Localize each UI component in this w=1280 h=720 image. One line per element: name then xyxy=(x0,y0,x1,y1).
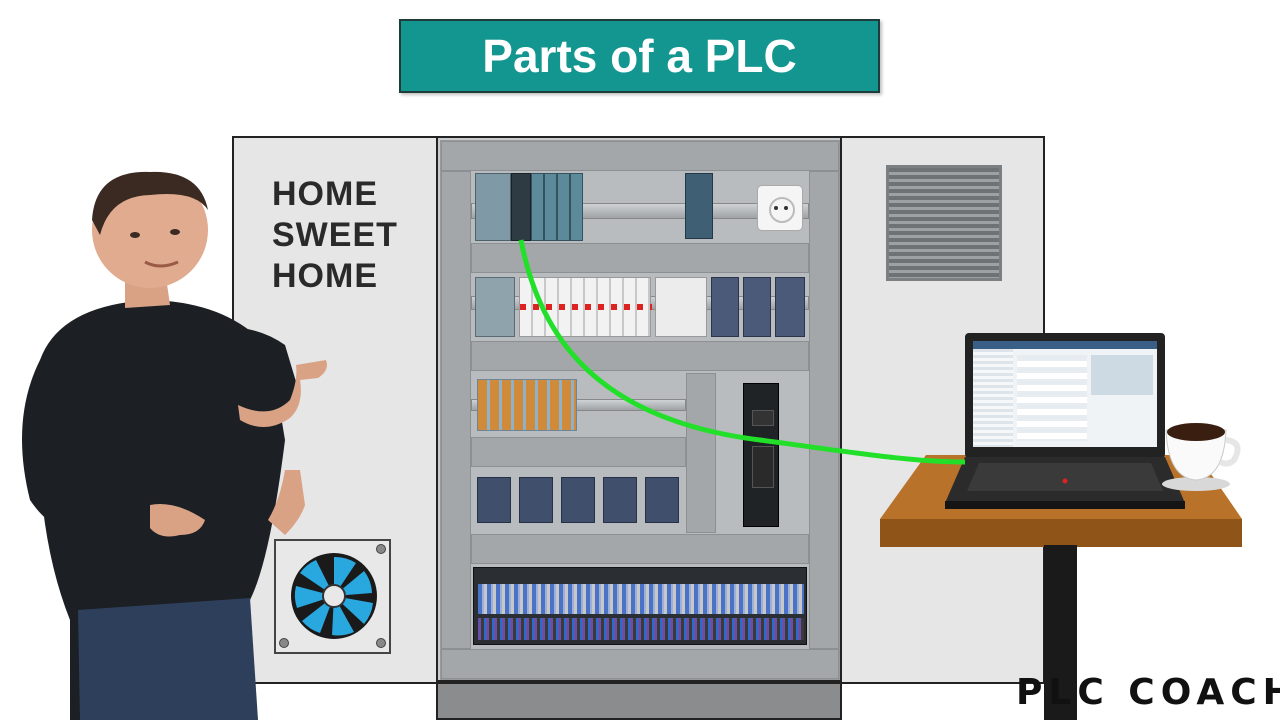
fan-screw xyxy=(376,544,386,554)
contactor xyxy=(561,477,595,523)
plc-io-module xyxy=(544,173,557,241)
plc-io-module xyxy=(557,173,570,241)
24v-power-supply xyxy=(475,277,515,337)
laptop-display xyxy=(973,341,1157,447)
wire-duct-right xyxy=(809,171,839,649)
sign-line-3: HOME xyxy=(272,257,378,295)
contactor xyxy=(603,477,637,523)
coffee-cup-icon xyxy=(1162,423,1241,491)
circuit-breakers xyxy=(519,277,652,337)
fan-icon xyxy=(291,553,377,639)
terminal-blocks xyxy=(473,567,807,645)
contactor xyxy=(477,477,511,523)
rcd-breaker xyxy=(655,277,707,337)
page-title-text: Parts of a PLC xyxy=(482,30,797,82)
sign-line-1: HOME xyxy=(272,175,378,213)
mounting-plate xyxy=(440,140,840,680)
cooling-fan xyxy=(274,539,391,654)
wire-duct-row4 xyxy=(471,534,809,564)
home-sweet-home-sign: HOME SWEET HOME xyxy=(272,174,432,297)
plc-io-module xyxy=(531,173,544,241)
servo-drive xyxy=(743,383,779,527)
wire-duct-row2 xyxy=(471,341,809,371)
motor-protector xyxy=(711,277,739,337)
page-title: Parts of a PLC xyxy=(399,19,880,93)
wire-duct-row1 xyxy=(471,243,809,273)
wire-duct-row3 xyxy=(471,437,686,467)
motor-protector xyxy=(775,277,805,337)
presenter xyxy=(22,171,327,720)
fan-screw xyxy=(376,638,386,648)
relay-bank xyxy=(477,379,577,431)
contactor xyxy=(645,477,679,523)
wire-duct-top xyxy=(441,141,839,171)
plc-cpu xyxy=(511,173,531,241)
sign-line-2: SWEET xyxy=(272,216,398,254)
network-switch xyxy=(685,173,713,239)
laptop-keyboard xyxy=(945,457,1185,509)
motor-protector xyxy=(743,277,771,337)
power-socket-icon xyxy=(757,185,803,231)
logo-text: PLC COACH xyxy=(1016,672,1280,713)
wire-duct-left xyxy=(441,171,471,649)
plc-coach-logo: PLC COACH xyxy=(1016,672,1280,713)
contactor xyxy=(519,477,553,523)
cabinet-plinth xyxy=(436,682,842,720)
laptop-icon xyxy=(965,333,1165,458)
plc-power-supply xyxy=(475,173,511,241)
vent-grille xyxy=(886,165,1002,281)
desk-leg xyxy=(1044,545,1077,720)
wire-duct-vertical xyxy=(686,373,716,533)
wire-duct-bottom xyxy=(441,649,839,679)
plc-io-module xyxy=(570,173,583,241)
fan-screw xyxy=(279,638,289,648)
